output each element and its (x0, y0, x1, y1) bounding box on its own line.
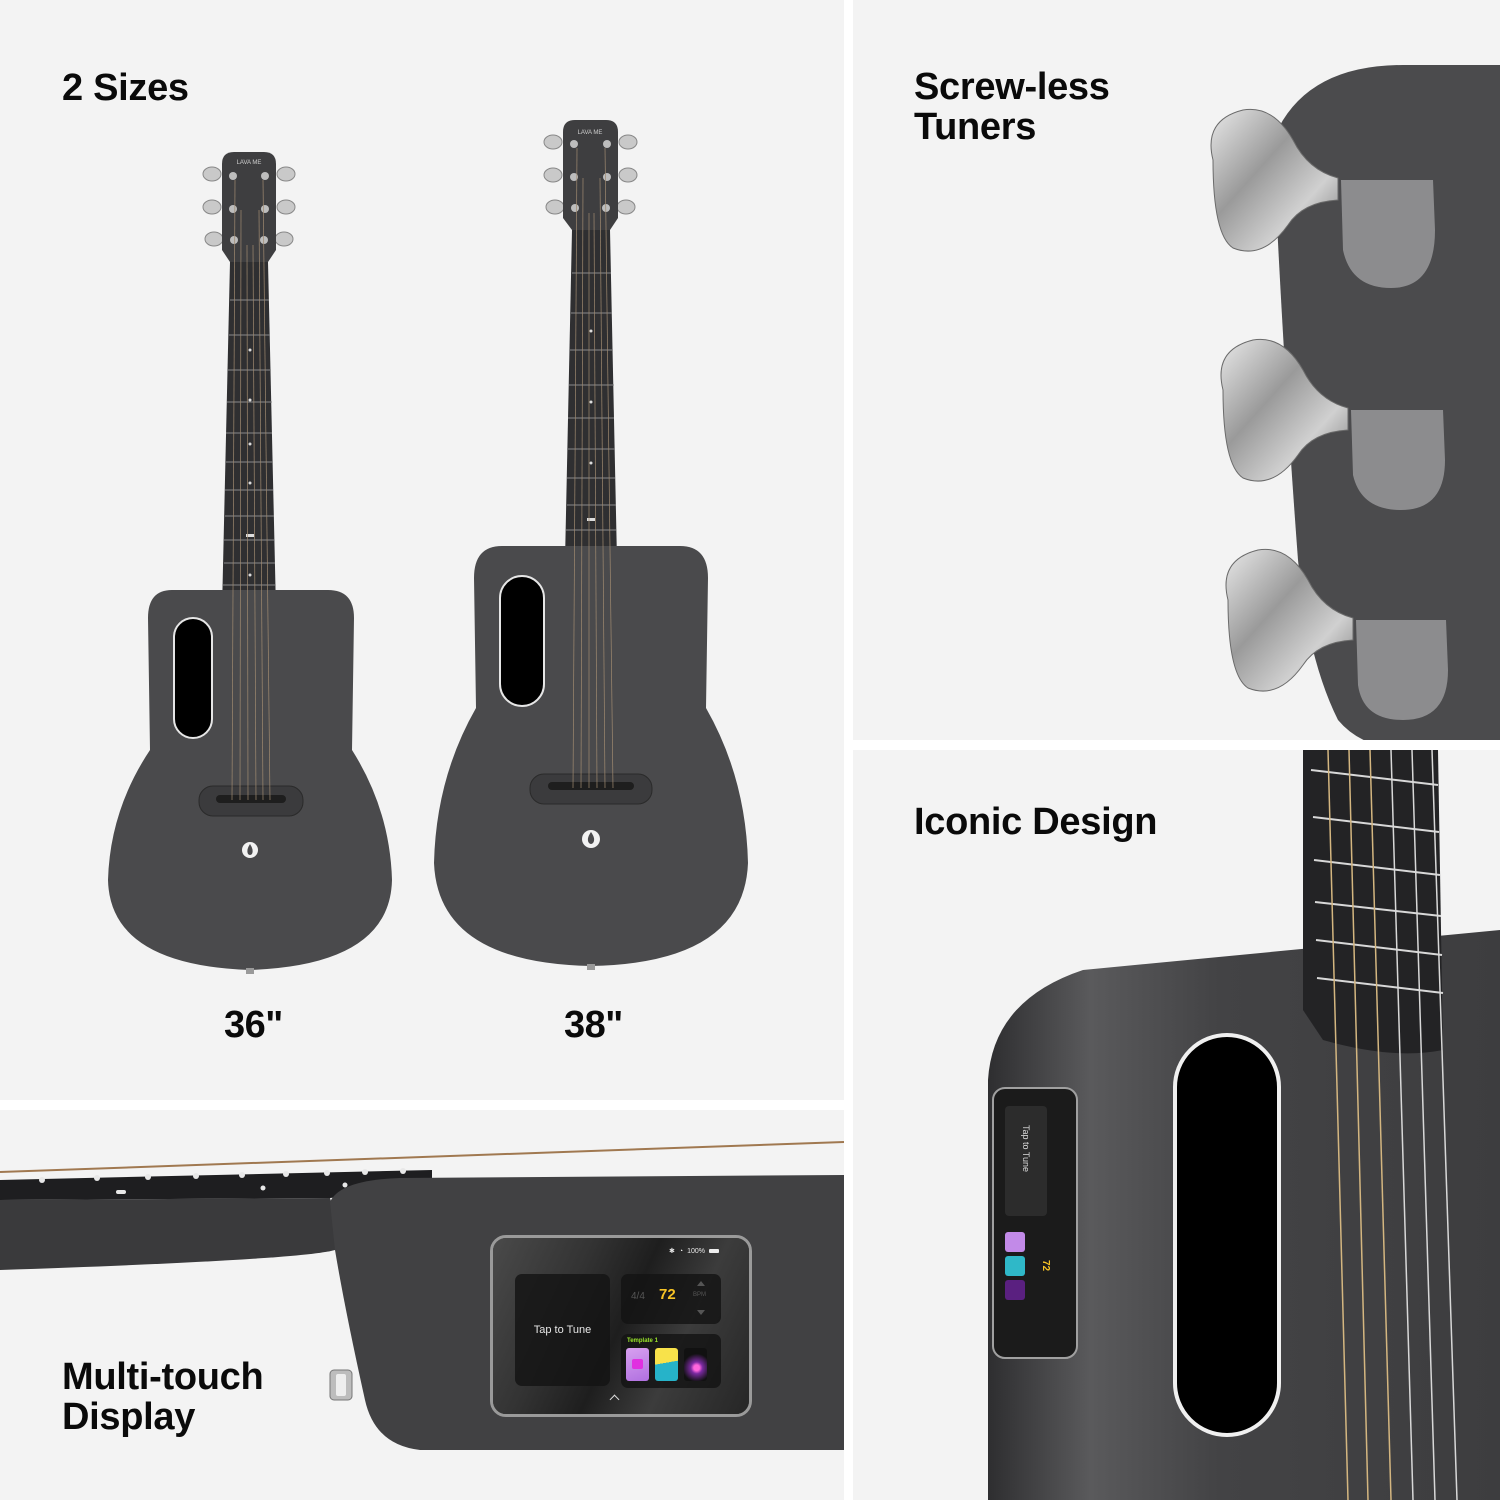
panel-iconic-design: Iconic Design Tap to Tu (853, 750, 1500, 1500)
side-screen-tuner-label: Tap to Tune (1021, 1125, 1031, 1172)
bpm-unit: BPM (693, 1292, 707, 1298)
headline-line-1: Screw-less (914, 66, 1110, 108)
guitar-38-illustration: LAVA ME (434, 120, 748, 970)
tuner-peg-3 (1225, 548, 1448, 720)
tuner-peg-1 (1210, 108, 1435, 288)
headline-line-2: Display (62, 1396, 196, 1438)
side-display-screen: Tap to Tune 72 (992, 1087, 1078, 1359)
headline-iconic-design: Iconic Design (914, 801, 1158, 843)
template-tile-1[interactable] (626, 1348, 649, 1381)
headstock-logo: LAVA ME (237, 160, 262, 166)
body-closeup-illustration: Tap to Tune 72 (988, 750, 1500, 1500)
headline-screwless-tuners: Screw-less Tuners (914, 67, 1110, 147)
template-tile-3[interactable] (684, 1348, 707, 1381)
wifi-icon: ◔ (678, 1247, 684, 1255)
panel-two-sizes: 2 Sizes LAVA ME (0, 0, 844, 1100)
template-title: Template 1 (627, 1338, 658, 1344)
headline-line-2: Tuners (914, 106, 1037, 148)
headstock-logo: LAVA ME (578, 130, 603, 136)
headstock-closeup-illustration (1210, 65, 1500, 740)
headline-line-1: Multi-touch (62, 1356, 264, 1398)
tuner-label: Tap to Tune (533, 1324, 592, 1336)
guitar-36-illustration: LAVA ME (108, 152, 392, 974)
panel-multitouch-display: Multi-touch Display ✱ ◔ 100% Tap to Tune… (0, 1110, 844, 1500)
panel-screwless-tuners: Screw-less Tuners (853, 0, 1500, 740)
template-tile-2[interactable] (655, 1348, 678, 1381)
headline-two-sizes: 2 Sizes (62, 67, 189, 109)
headline-multitouch-display: Multi-touch Display (62, 1356, 264, 1438)
battery-percent: 100% (687, 1247, 705, 1255)
size-label-36: 36" (224, 1004, 283, 1046)
bluetooth-icon: ✱ (668, 1248, 675, 1255)
bpm-increase-icon[interactable] (697, 1281, 705, 1286)
status-bar: ✱ ◔ 100% (669, 1247, 719, 1255)
output-jack (329, 1369, 353, 1401)
size-label-38: 38" (564, 1004, 623, 1046)
bpm-value: 72 (659, 1286, 676, 1303)
battery-icon (709, 1249, 719, 1253)
tuner-card[interactable]: Tap to Tune (515, 1274, 610, 1386)
metronome-card[interactable]: 4/4 72 BPM (621, 1274, 721, 1324)
template-card[interactable]: Template 1 (621, 1334, 721, 1388)
tuner-peg-2 (1220, 338, 1445, 510)
bpm-decrease-icon[interactable] (697, 1310, 705, 1315)
side-screen-bpm: 72 (1040, 1260, 1051, 1272)
time-signature: 4/4 (631, 1291, 645, 1302)
touch-screen[interactable]: ✱ ◔ 100% Tap to Tune 4/4 72 BPM Template… (490, 1235, 752, 1417)
